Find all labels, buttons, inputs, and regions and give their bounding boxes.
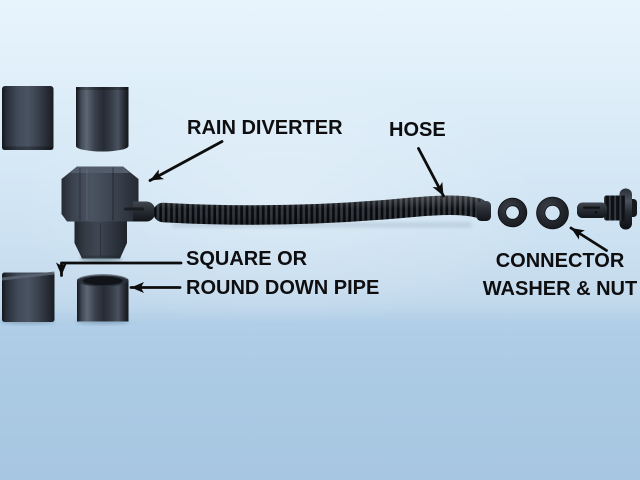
downpipe-label-line2: ROUND DOWN PIPE (186, 276, 380, 299)
rain-diverter-arrow (148, 140, 224, 182)
square-downpipe-arrow (56, 261, 183, 277)
lower-square-downpipe (1, 271, 55, 325)
downpipe-label: SQUARE OR ROUND DOWN PIPE (186, 245, 379, 302)
connector-arrow (569, 226, 608, 252)
downpipe-label-line1: SQUARE OR (186, 248, 308, 270)
connector-label: CONNECTOR WASHER & NUT (470, 248, 640, 303)
diverter-top-face (70, 166, 130, 173)
hose-connector (577, 188, 637, 230)
hose-arrow (417, 147, 445, 198)
connector-barb-section (604, 195, 625, 221)
diverter-lower-cup (74, 221, 127, 259)
washer-1 (497, 197, 528, 228)
callout-arrows (56, 140, 608, 293)
washer-2 (536, 196, 569, 230)
lower-round-downpipe (76, 274, 130, 325)
rain-diverter-label: RAIN DIVERTER (187, 117, 343, 139)
hose-label: HOSE (389, 119, 446, 141)
connector-label-line2: WASHER & NUT (482, 277, 638, 300)
connector-nose (577, 202, 607, 218)
rain-diverter-body (61, 166, 139, 262)
upper-round-downpipe (76, 87, 129, 152)
hose-end-collar (476, 201, 491, 221)
round-pipe-opening (82, 276, 123, 286)
diverter-outlet-spout (124, 201, 156, 222)
spout-slot-detail (124, 207, 144, 211)
connector-label-line1: CONNECTOR (495, 250, 625, 272)
corrugated-hose (153, 195, 491, 228)
square-pipe-top-face (2, 271, 55, 281)
upper-square-downpipe (2, 86, 54, 150)
